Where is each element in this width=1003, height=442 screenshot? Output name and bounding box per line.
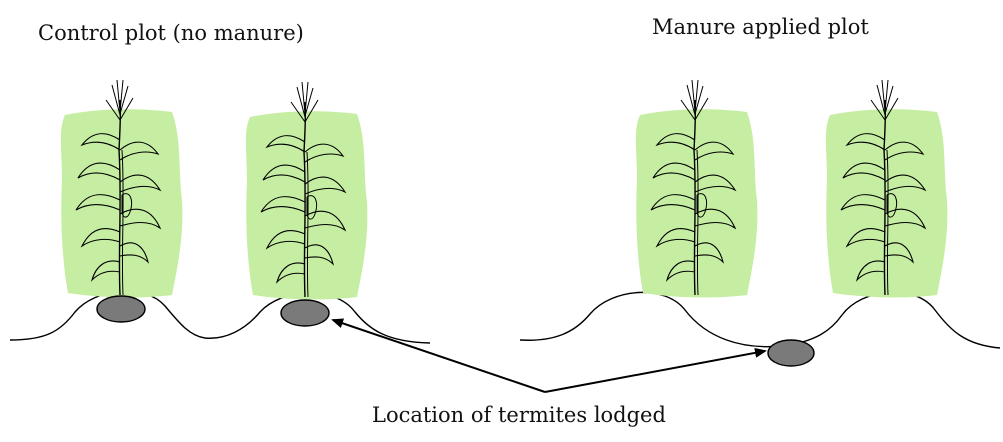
termite-mound-icon [97, 296, 145, 322]
arrow-to-manure-nest [545, 351, 765, 392]
maize-plant-icon [61, 80, 183, 297]
maize-plant-icon [826, 80, 948, 297]
termite-mound-icon [768, 340, 814, 366]
termite-mound-icon [281, 300, 329, 326]
maize-plant-icon [246, 82, 368, 299]
manure-ground-line [520, 292, 1000, 348]
control-ground-line [10, 291, 430, 343]
maize-plant-icon [636, 80, 758, 297]
arrow-to-control-nest [333, 320, 545, 392]
